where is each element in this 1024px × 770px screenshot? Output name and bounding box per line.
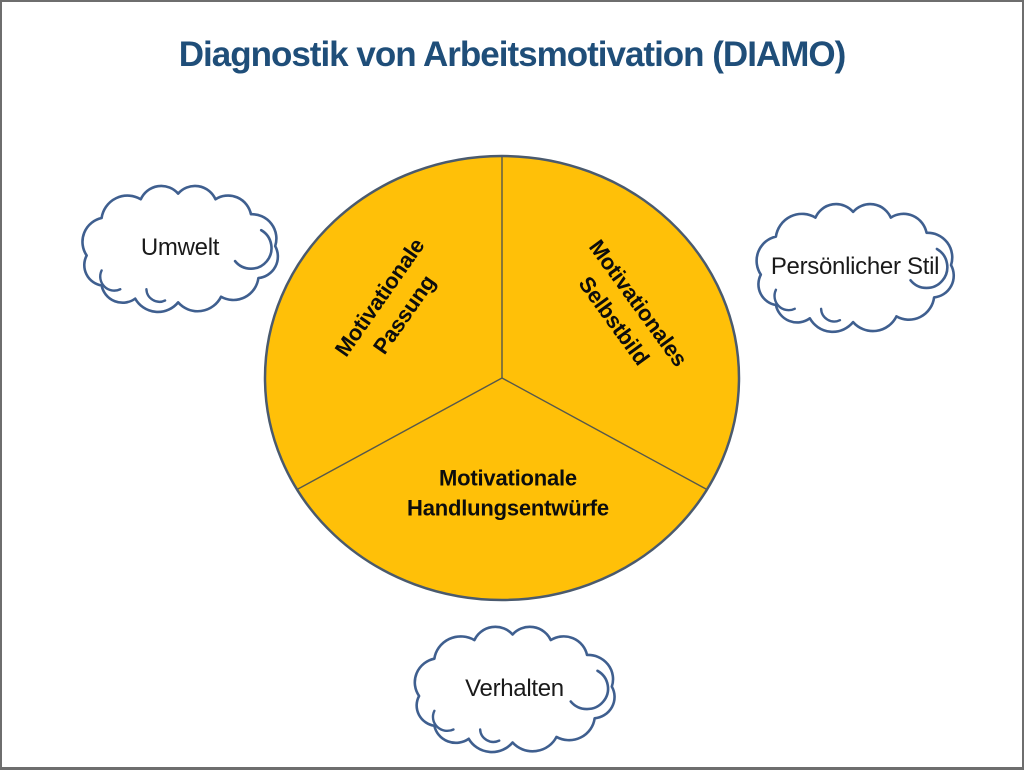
cloud-persoenlicher-stil: Persönlicher Stil — [742, 191, 968, 343]
cloud-label-persoenlicher-stil: Persönlicher Stil — [770, 253, 940, 280]
cloud-label-verhalten: Verhalten — [465, 674, 564, 702]
cloud-verhalten: Verhalten — [400, 614, 629, 763]
cloud-label-umwelt: Umwelt — [140, 234, 220, 261]
sector-label-motivationale-handlungsentwuerfe: Motivationale Handlungsentwürfe — [407, 465, 609, 520]
sector-divider-left — [297, 377, 503, 490]
sector-divider-right — [501, 377, 707, 490]
slide-title: Diagnostik von Arbeitsmotivation (DIAMO) — [178, 35, 847, 74]
cloud-umwelt: Umwelt — [68, 173, 292, 323]
